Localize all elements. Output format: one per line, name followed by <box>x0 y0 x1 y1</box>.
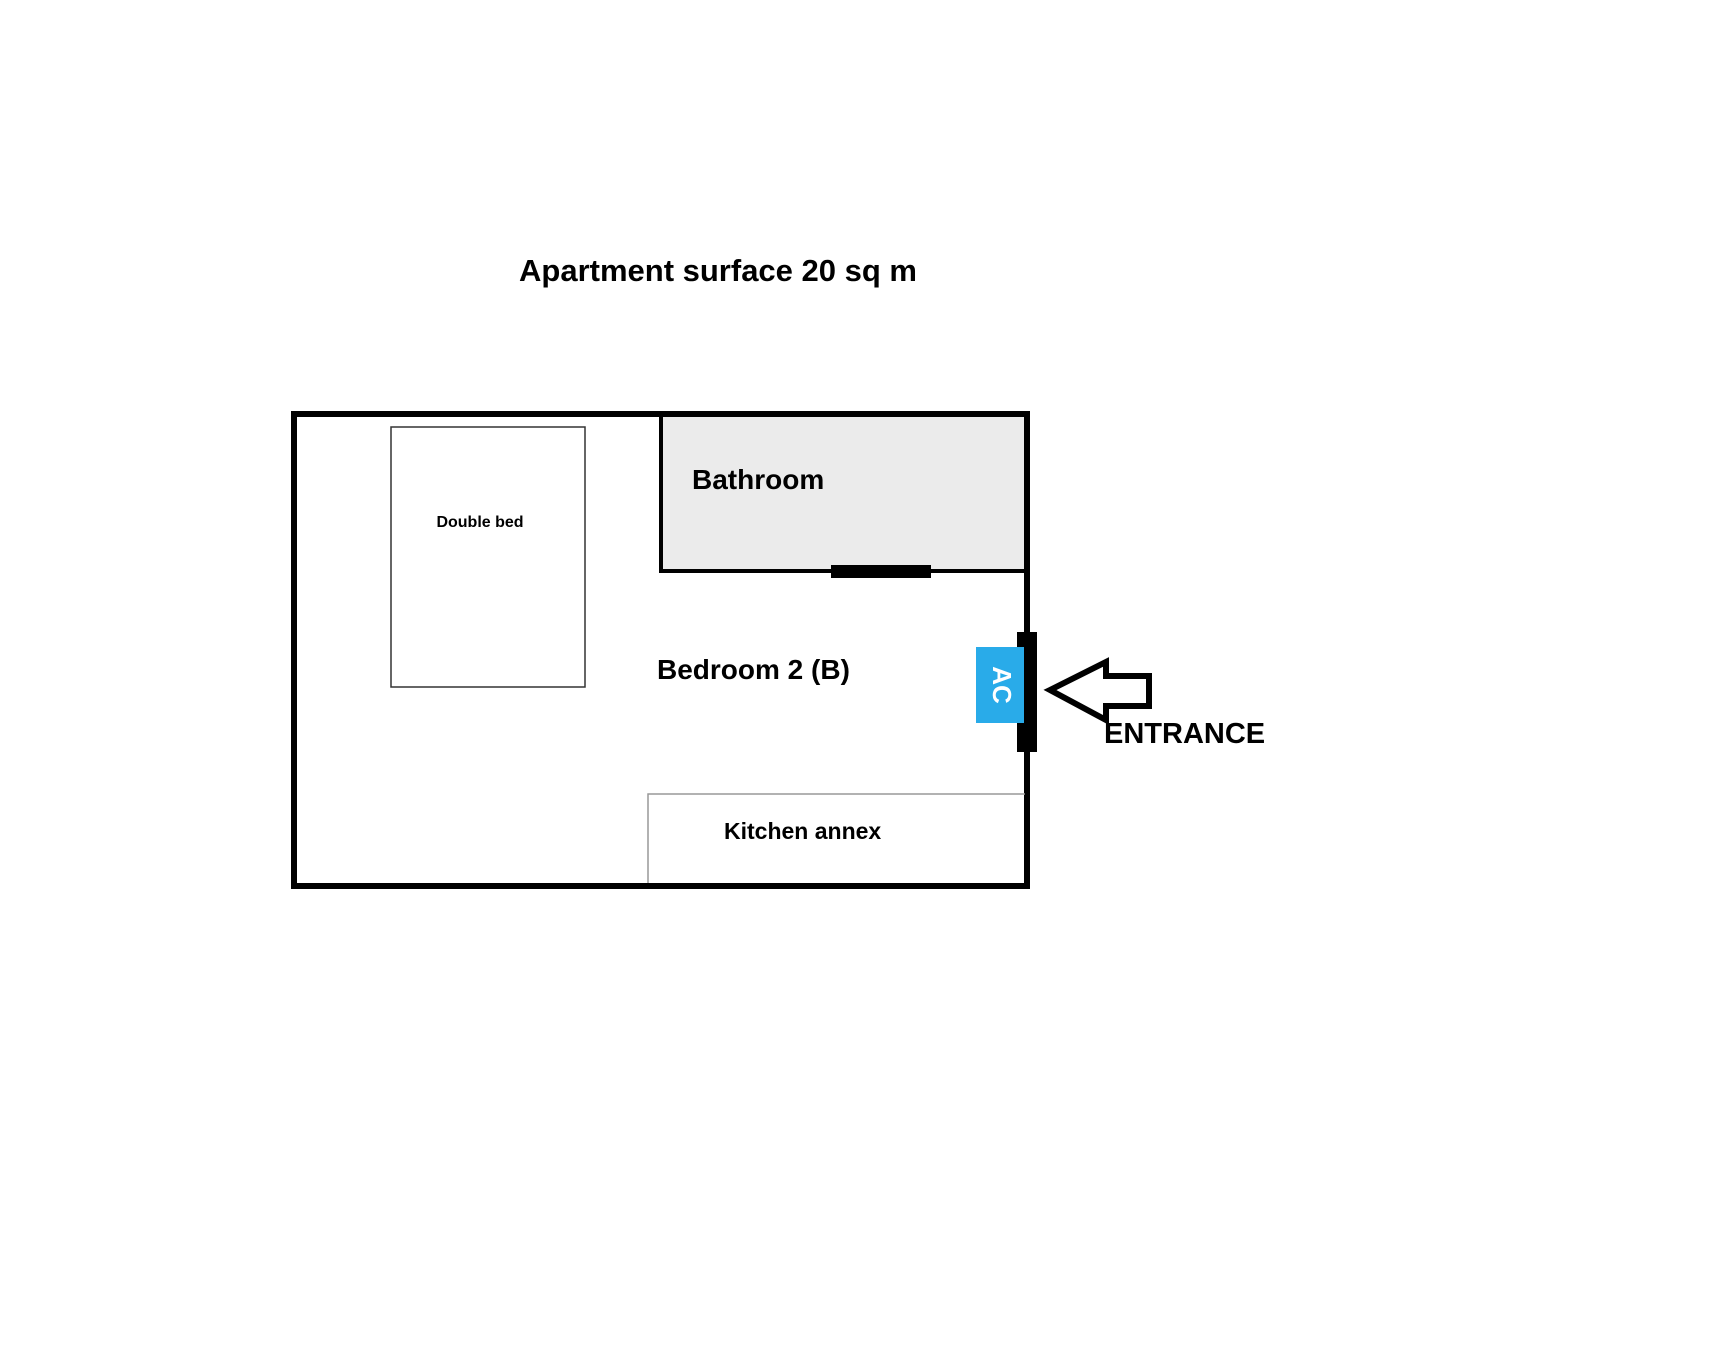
double-bed-label: Double bed <box>436 514 523 531</box>
bedroom-label: Bedroom 2 (B) <box>657 654 850 685</box>
double-bed <box>390 426 586 688</box>
ac-label: AC <box>987 666 1017 704</box>
bathroom-door <box>831 565 931 578</box>
bathroom-label: Bathroom <box>692 464 824 495</box>
bathroom-area <box>661 414 1027 571</box>
entrance-arrow-icon <box>1043 657 1152 726</box>
plan-title: Apartment surface 20 sq m <box>519 253 917 288</box>
kitchen-annex-label: Kitchen annex <box>724 818 881 844</box>
entrance-label: ENTRANCE <box>1104 718 1265 750</box>
ac-unit <box>976 647 1024 723</box>
kitchen-annex-area <box>647 793 1025 883</box>
